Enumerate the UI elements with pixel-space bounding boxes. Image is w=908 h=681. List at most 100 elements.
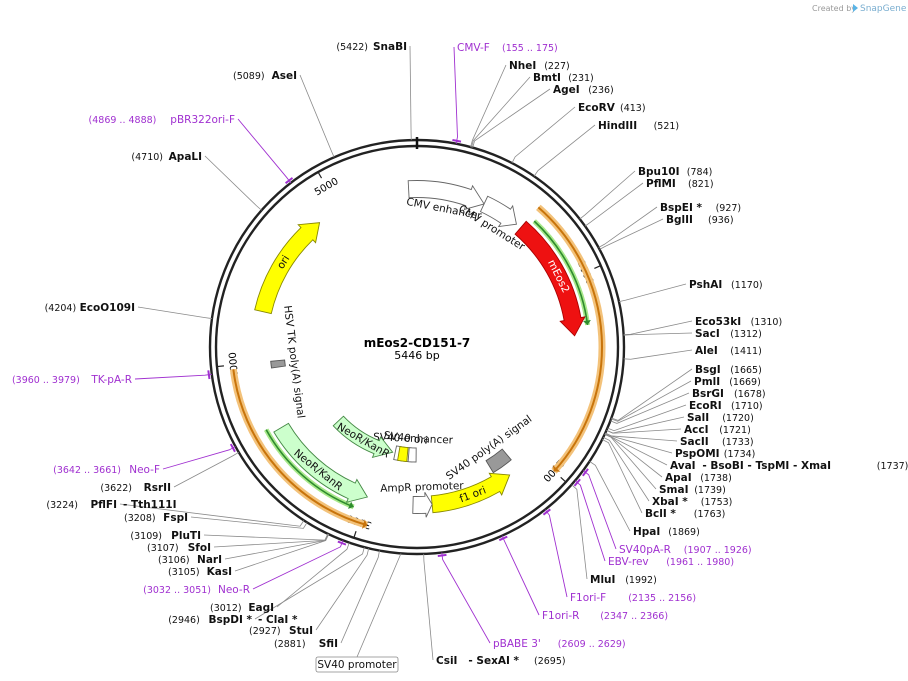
feature-f1-ori[interactable]: f1 ori [430, 472, 511, 514]
feature-sv40-enhancer[interactable]: SV40 enhancer [373, 431, 454, 463]
svg-text:(2695): (2695) [534, 656, 566, 667]
enzyme-ecorv[interactable]: EcoRV(413) [578, 102, 646, 114]
enzyme-asei[interactable]: AseI(5089) [233, 70, 297, 82]
enzyme-hindiii[interactable]: HindIII(521) [598, 120, 679, 132]
enzyme-leader [276, 542, 350, 608]
enzyme-bmti[interactable]: BmtI(231) [533, 72, 594, 84]
enzyme-sali[interactable]: SalI(1720) [687, 412, 754, 424]
primer-pbr322ori-f[interactable]: pBR322ori-F(4869 .. 4888) [89, 114, 235, 126]
svg-text:(3107): (3107) [147, 543, 179, 554]
svg-text:BspDI *: BspDI * [208, 614, 252, 626]
enzyme-alei[interactable]: AleI(1411) [695, 345, 762, 357]
enzyme-nari[interactable]: NarI(3106) [158, 554, 222, 566]
enzyme-ecori[interactable]: EcoRI(1710) [689, 400, 763, 412]
svg-text:NarI: NarI [197, 554, 222, 566]
feature-sv40-poly-a-signal[interactable]: SV40 poly(A) signal [444, 413, 534, 482]
enzyme-avai[interactable]: AvaI- BsoBI - TspMI - XmaI(1737) [670, 460, 908, 472]
enzyme-fspi[interactable]: FspI(3208) [124, 512, 188, 524]
enzyme-pmli[interactable]: PmlI(1669) [694, 376, 761, 388]
primer-pbabe-3-[interactable]: pBABE 3'(2609 .. 2629) [493, 638, 626, 650]
svg-text:(3208): (3208) [124, 513, 156, 524]
feature-cmv-promoter[interactable]: CMV promoter [456, 195, 527, 253]
svg-text:(1763): (1763) [694, 509, 726, 520]
feature-ampr-promoter[interactable]: AmpR promoter [380, 480, 465, 518]
enzyme-pshai[interactable]: PshAI(1170) [689, 279, 763, 291]
svg-text:TK-pA-R: TK-pA-R [90, 374, 132, 386]
svg-text:(1739): (1739) [694, 485, 726, 496]
enzyme-mlui[interactable]: MluI(1992) [590, 574, 657, 586]
enzyme-bspei-[interactable]: BspEI *(927) [660, 202, 741, 214]
enzyme-sfii[interactable]: SfiI(2881) [274, 638, 338, 650]
svg-text:(227): (227) [544, 61, 570, 72]
enzyme-smai[interactable]: SmaI(1739) [659, 484, 726, 496]
svg-text:(1170): (1170) [731, 280, 763, 291]
enzyme-apali[interactable]: ApaLI(4710) [131, 151, 202, 163]
primer-leader [453, 46, 458, 144]
feature-sv40-yellow-box[interactable] [397, 446, 409, 463]
svg-text:(1312): (1312) [730, 329, 762, 340]
feature-ori[interactable]: ori [254, 222, 321, 315]
primer-site [573, 478, 581, 487]
enzyme-pspomi[interactable]: PspOMI(1734) [675, 448, 755, 460]
enzyme-eco53ki[interactable]: Eco53kI(1310) [695, 316, 782, 328]
enzyme-sfoi[interactable]: SfoI(3107) [147, 542, 211, 554]
svg-text:BclI *: BclI * [645, 508, 676, 520]
enzyme-sacii[interactable]: SacII(1733) [680, 436, 754, 448]
enzyme-pflmi[interactable]: PflMI(821) [646, 178, 714, 190]
primer-tk-pa-r[interactable]: TK-pA-R(3960 .. 3979) [12, 374, 132, 386]
enzyme-pflfi[interactable]: PflFI(3224)- Tth111I [46, 499, 176, 511]
svg-text:(2135 .. 2156): (2135 .. 2156) [628, 593, 696, 604]
svg-text:ApaI: ApaI [665, 472, 692, 484]
enzyme-pluti[interactable]: PluTI(3109) [130, 530, 201, 542]
enzyme-leader [606, 416, 685, 434]
svg-text:(3032 .. 3051): (3032 .. 3051) [143, 585, 211, 596]
sv40-promoter-leader [356, 553, 402, 658]
enzyme-leader [471, 76, 531, 148]
enzyme-acci[interactable]: AccI(1721) [684, 424, 751, 436]
enzyme-eagi[interactable]: EagI(3012) [210, 602, 274, 614]
enzyme-snabi[interactable]: SnaBI(5422) [336, 41, 407, 53]
enzyme-bcli-[interactable]: BclI * (1763) [645, 508, 725, 520]
tick-mark [594, 265, 602, 269]
enzyme-rsrii[interactable]: RsrII(3622) [100, 482, 171, 494]
primer-site [437, 553, 447, 557]
primer-cmv-f[interactable]: CMV-F(155 .. 175) [457, 42, 558, 54]
enzyme-bspdi-[interactable]: BspDI *(2946)- ClaI * [168, 614, 298, 626]
enzyme-stui[interactable]: StuI(2927) [249, 625, 313, 637]
primer-neo-r[interactable]: Neo-R(3032 .. 3051) [143, 584, 250, 596]
feature-label: SV40 enhancer [373, 431, 454, 446]
feature-hsv-tk-poly-a-signal[interactable]: HSV TK poly(A) signal [270, 305, 307, 419]
svg-text:BglII: BglII [666, 214, 693, 226]
primer-neo-f[interactable]: Neo-F(3642 .. 3661) [53, 464, 160, 476]
enzyme-bsrgi[interactable]: BsrGI(1678) [692, 388, 766, 400]
primer-f1ori-f[interactable]: F1ori-F(2135 .. 2156) [570, 592, 696, 604]
svg-text:Neo-F: Neo-F [129, 464, 160, 476]
svg-text:(784): (784) [687, 167, 713, 178]
svg-text:(1669): (1669) [729, 377, 761, 388]
svg-text:AccI: AccI [684, 424, 708, 436]
enzyme-bpu10i[interactable]: Bpu10I(784) [638, 166, 712, 178]
svg-text:- Tth111I: - Tth111I [123, 499, 177, 511]
svg-text:AseI: AseI [272, 70, 297, 82]
enzyme-xbai-[interactable]: XbaI *(1753) [652, 496, 732, 508]
enzyme-apai[interactable]: ApaI(1738) [665, 472, 732, 484]
primer-sv40pa-r[interactable]: SV40pA-R(1907 .. 1926) [619, 544, 752, 556]
svg-text:(521): (521) [654, 121, 680, 132]
svg-text:AvaI: AvaI [670, 460, 696, 472]
enzyme-hpai[interactable]: HpaI(1869) [633, 526, 700, 538]
primer-region-arrowhead [552, 465, 561, 472]
enzyme-bglii[interactable]: BglII(936) [666, 214, 734, 226]
svg-text:(3224): (3224) [46, 500, 78, 511]
enzyme-bsgi[interactable]: BsgI(1665) [695, 364, 762, 376]
enzyme-csii[interactable]: CsiI- SexAI *(2695) [436, 655, 566, 667]
enzyme-ecoo109i[interactable]: EcoO109I(4204) [45, 302, 135, 314]
enzyme-agei[interactable]: AgeI(236) [553, 84, 614, 96]
enzyme-nhei[interactable]: NheI(227) [509, 60, 570, 72]
enzyme-saci[interactable]: SacI(1312) [695, 328, 762, 340]
primer-f1ori-r[interactable]: F1ori-R(2347 .. 2366) [542, 610, 668, 622]
enzyme-leader [602, 439, 643, 514]
enzyme-leader [603, 436, 650, 502]
enzyme-kasi[interactable]: KasI(3105) [168, 566, 232, 578]
svg-text:(927): (927) [716, 203, 742, 214]
primer-ebv-rev[interactable]: EBV-rev(1961 .. 1980) [608, 556, 734, 568]
